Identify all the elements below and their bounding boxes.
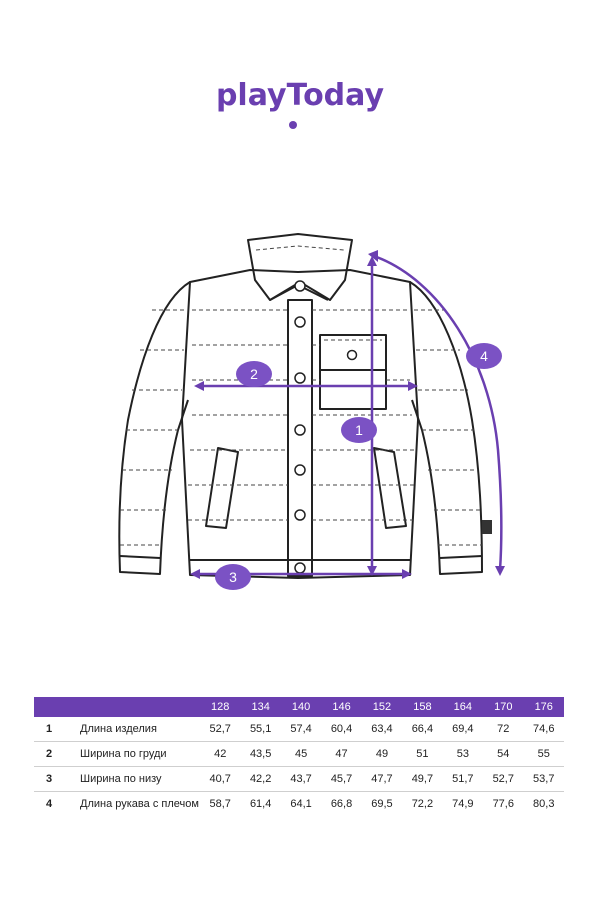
cell-value: 55: [523, 741, 564, 767]
cell-value: 43,5: [240, 741, 281, 767]
marker-2-label: 2: [250, 366, 258, 382]
brand-logo: playToday: [215, 78, 385, 113]
table-row: 4 Длина рукава с плечом 58,7 61,4 64,1 6…: [34, 792, 564, 829]
cell-value: 45: [280, 741, 322, 767]
size-header: 158: [402, 697, 443, 717]
measure-name: Длина изделия: [76, 717, 200, 742]
cell-value: 61,4: [249, 798, 272, 810]
cell-value: 49: [361, 741, 403, 767]
cell-value: 51,7: [442, 766, 484, 792]
cell-value: 74,6: [523, 717, 564, 742]
cell-value: 47,7: [361, 766, 403, 792]
size-header: 134: [240, 697, 281, 717]
size-header: 170: [483, 697, 524, 717]
size-header-row: 128 134 140 146 152 158 164 170 176: [34, 697, 564, 717]
cell-value: 42,2: [240, 766, 281, 792]
cell-value: 53,7: [523, 766, 564, 792]
row-number: 4: [46, 798, 53, 810]
row-number: 1: [34, 717, 76, 742]
marker-1: [341, 417, 377, 443]
cell-value: 58,7: [209, 798, 231, 810]
table-row: 3 Ширина по низу 40,7 42,2 43,7 45,7 47,…: [34, 766, 564, 792]
jacket-body-outline: [181, 269, 419, 579]
cell-value: 51: [402, 741, 443, 767]
size-header: 164: [442, 697, 484, 717]
cell-value: 57,4: [280, 717, 322, 742]
collar: [247, 233, 353, 301]
marker-2: [236, 361, 272, 387]
measure-name: Длина рукава с плечом: [80, 798, 199, 810]
size-header: 140: [280, 697, 322, 717]
cell-value: 47: [321, 741, 362, 767]
marker-3-label: 3: [229, 569, 237, 585]
cell-value: 53: [442, 741, 484, 767]
row-number: 3: [34, 766, 76, 792]
table-row: 1 Длина изделия 52,7 55,1 57,4 60,4 63,4…: [34, 717, 564, 742]
marker-1-label: 1: [355, 422, 363, 438]
row-number: 2: [34, 741, 76, 767]
right-sleeve: [409, 281, 483, 575]
cell-value: 45,7: [321, 766, 362, 792]
size-header: 152: [361, 697, 403, 717]
cell-value: 60,4: [321, 717, 362, 742]
cell-value: 49,7: [402, 766, 443, 792]
cell-value: 72,2: [411, 798, 434, 810]
measure-name: Ширина по низу: [76, 766, 200, 792]
measure-name: Ширина по груди: [76, 741, 200, 767]
cell-value: 69,4: [442, 717, 484, 742]
marker-4-label: 4: [480, 348, 488, 364]
cell-value: 54: [483, 741, 524, 767]
cell-value: 66,8: [330, 798, 353, 810]
cell-value: 69,5: [371, 798, 393, 810]
cell-value: 66,4: [402, 717, 443, 742]
size-table: 128 134 140 146 152 158 164 170 176 1 Дл…: [34, 697, 564, 828]
cell-value: 52,7: [483, 766, 524, 792]
cell-value: 72: [483, 717, 524, 742]
cell-value: 42: [200, 741, 241, 767]
marker-4: [466, 343, 502, 369]
cell-value: 64,1: [290, 798, 312, 810]
size-header: 176: [523, 697, 564, 717]
cell-value: 40,7: [200, 766, 241, 792]
left-sleeve: [118, 281, 191, 575]
size-header: 128: [200, 697, 241, 717]
cell-value: 80,3: [533, 798, 555, 810]
cell-value: 55,1: [240, 717, 281, 742]
table-row: 2 Ширина по груди 42 43,5 45 47 49 51 53…: [34, 741, 564, 767]
right-pocket: [373, 447, 407, 529]
left-pocket: [205, 447, 239, 529]
cell-value: 43,7: [280, 766, 322, 792]
cell-value: 77,6: [492, 798, 514, 810]
size-header: 146: [321, 697, 362, 717]
cell-value: 52,7: [200, 717, 241, 742]
placket: [287, 299, 313, 577]
chest-pocket: [319, 334, 387, 410]
marker-3: [215, 564, 251, 590]
jacket-diagram: 1 2 3 4: [118, 233, 505, 590]
logo-dot: [289, 121, 297, 129]
cell-value: 63,4: [361, 717, 403, 742]
cell-value: 74,9: [452, 798, 474, 810]
